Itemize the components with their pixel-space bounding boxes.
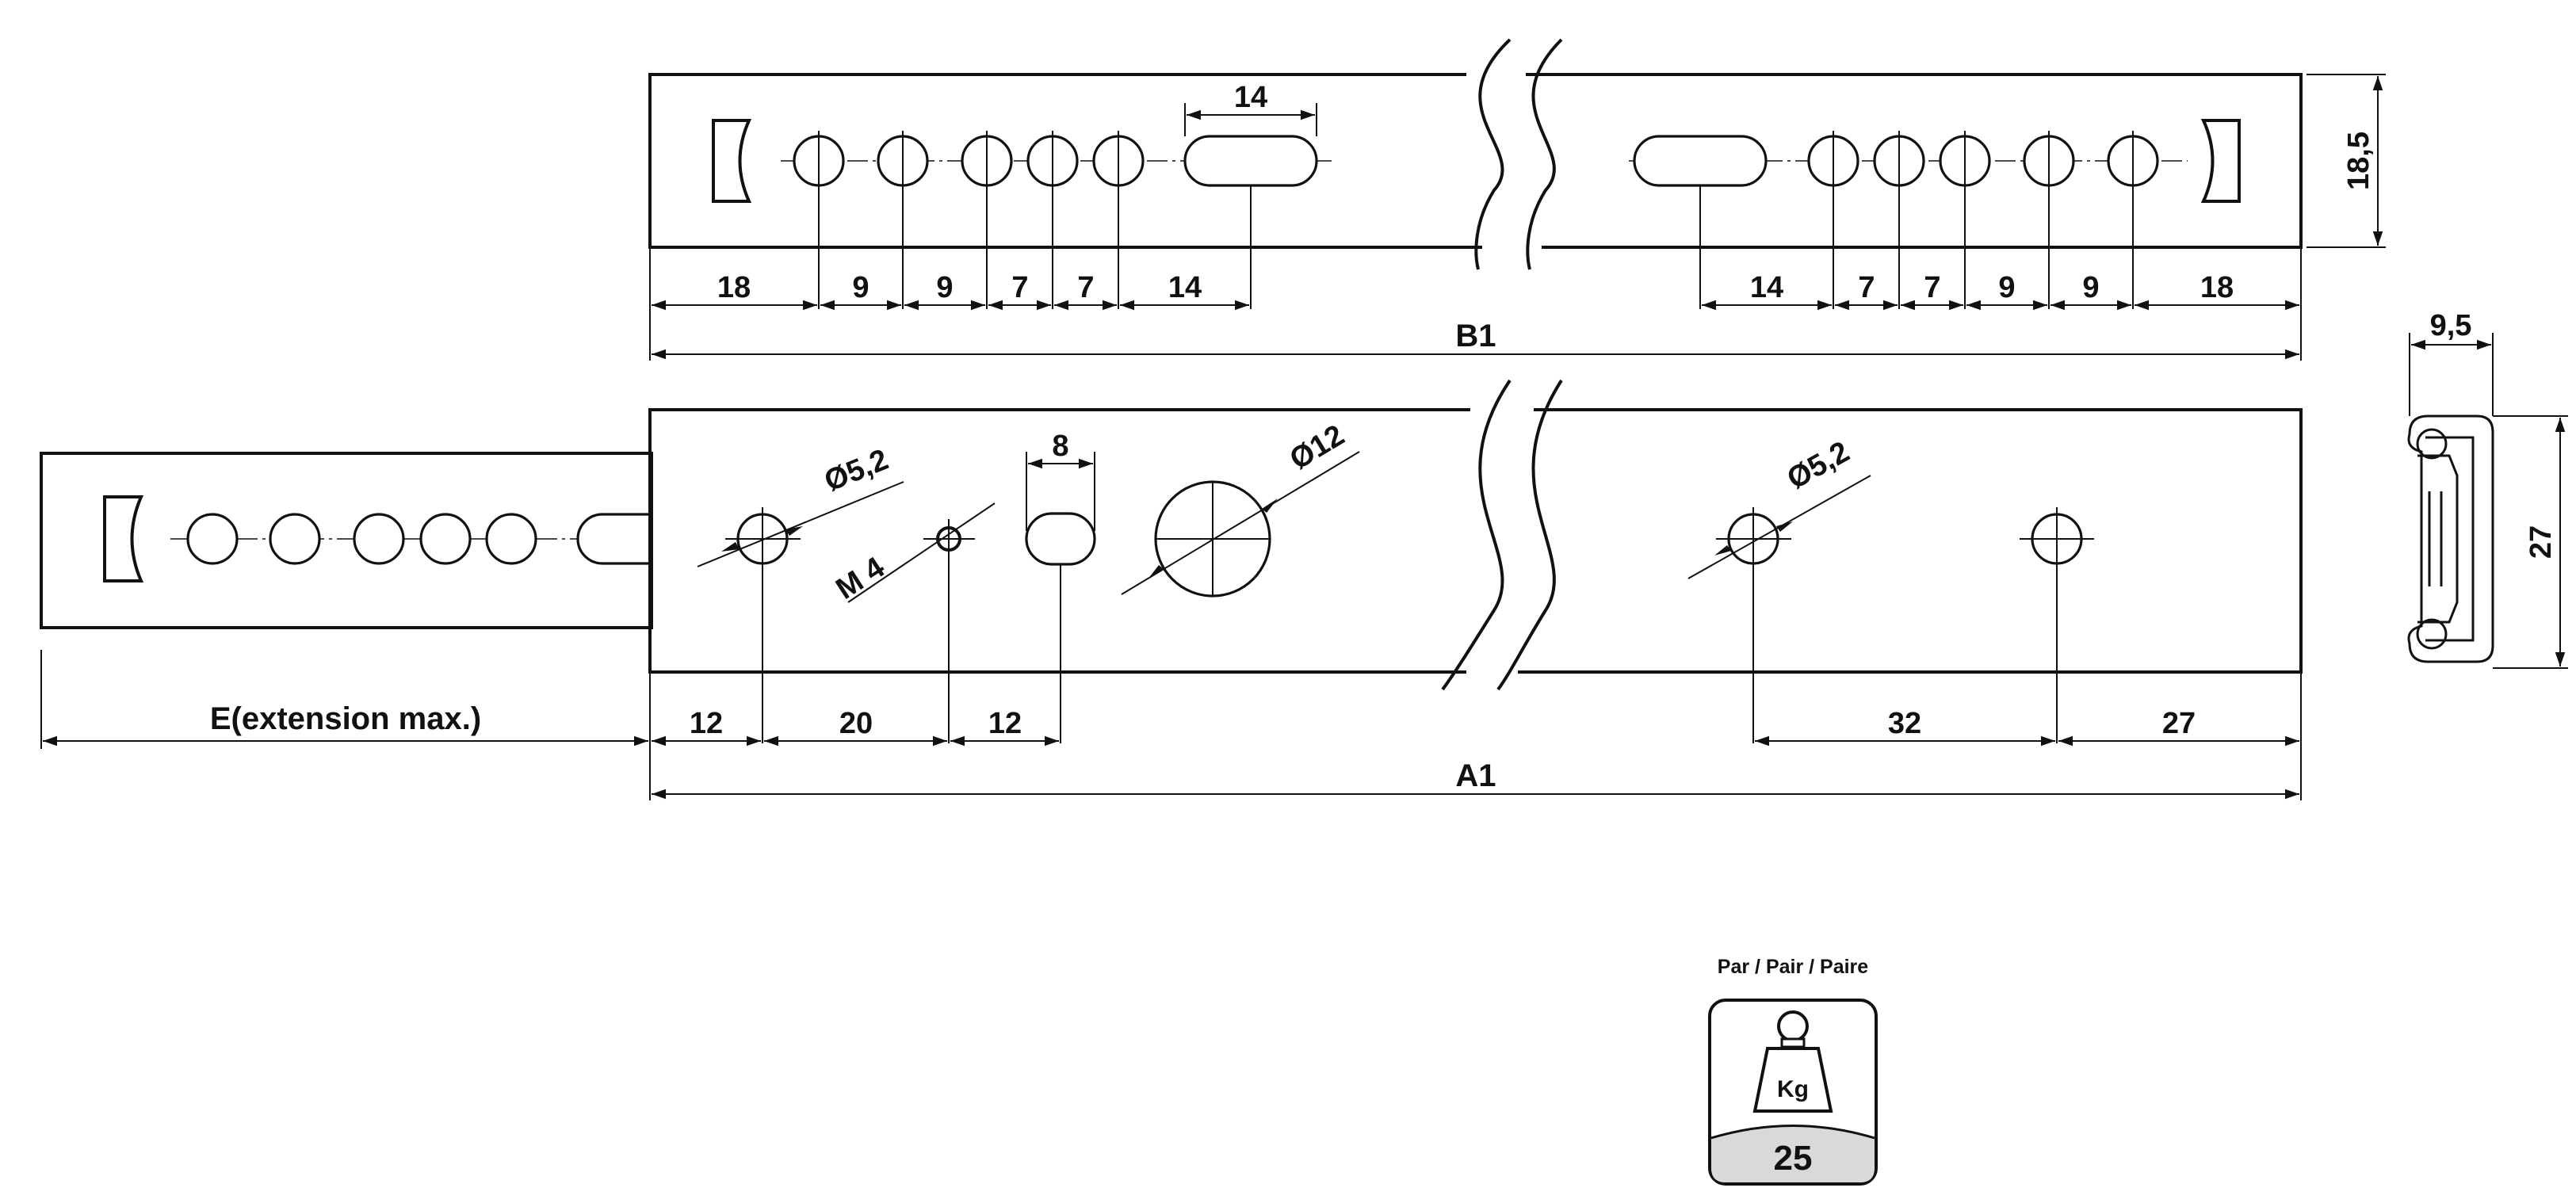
hole	[353, 513, 405, 565]
hole	[419, 513, 472, 565]
extension-label: E(extension max.)	[210, 701, 481, 736]
top-right-end-bracket	[2200, 119, 2241, 203]
top-left-dim-chain: 18 9 9 7 7 14	[652, 271, 1249, 311]
dim-label: 7	[1011, 271, 1028, 304]
top-left-holes	[793, 135, 1318, 187]
dim-label: 9	[2082, 271, 2099, 304]
top-right-holes	[1633, 135, 2159, 187]
dim-label: 7	[1858, 271, 1875, 304]
dim-label: 20	[839, 707, 873, 740]
dim-label: 12	[690, 707, 723, 740]
bottom-left-dim-chain: 12 20 12	[652, 707, 1059, 747]
dim-label: 14	[1168, 271, 1202, 304]
profile-height-label: 27	[2524, 525, 2558, 559]
bottom-rail-outline-left	[648, 408, 1470, 674]
big-dia-leader	[1121, 451, 1360, 595]
bottom-rail-outline-right	[1518, 408, 2303, 674]
badge-footer-band	[1711, 1125, 1875, 1182]
dim-label: 9	[852, 271, 869, 304]
thread-label: M 4	[830, 551, 890, 606]
ext-holes	[186, 513, 650, 565]
ext-end-bracket	[103, 495, 144, 582]
hole	[186, 513, 239, 565]
b1-label: B1	[1455, 319, 1496, 353]
slot	[1183, 135, 1318, 187]
profile-web	[2417, 454, 2459, 624]
dia-leader-left	[697, 481, 904, 567]
dim-label: 12	[988, 707, 1022, 740]
bottom-break-line-2	[1496, 379, 1563, 691]
load-capacity-badge: Par / Pair / Paire Kg 25	[1708, 956, 1878, 1186]
dim-label: 14	[1750, 271, 1783, 304]
hole	[485, 513, 537, 565]
top-rail-outline-right	[1526, 73, 2303, 249]
bottom-break-line-1	[1441, 379, 1512, 691]
profile-view: 9,5 27	[2407, 309, 2568, 669]
profile-width-label: 9,5	[2430, 309, 2472, 342]
top-slot-width-label: 14	[1234, 81, 1267, 114]
dim-label: 32	[1888, 707, 1921, 740]
weight-icon: Kg	[1752, 1010, 1833, 1113]
big-dia-label: Ø12	[1284, 418, 1350, 476]
dim-label: 7	[1924, 271, 1940, 304]
dim-label: 27	[2162, 707, 2196, 740]
dim-label: 18	[717, 271, 751, 304]
top-break-line-1	[1474, 38, 1512, 270]
top-right-dim-chain: 14 7 7 9 9 18	[1702, 271, 2299, 311]
dia-label-right: Ø5,2	[1782, 435, 1855, 496]
dim-label: 9	[936, 271, 953, 304]
partial-slot	[576, 513, 650, 565]
dim-label: 7	[1077, 271, 1094, 304]
height-label: 18,5	[2342, 132, 2375, 190]
bottom-rail-view: Ø5,2 M 4 8 Ø12 Ø5,2	[40, 379, 2303, 800]
oval-slot	[1025, 512, 1096, 566]
dim-label: 9	[1998, 271, 2015, 304]
top-rail-view: 14 18 9 9 7 7 14 14 7 7 9	[648, 38, 2386, 361]
thread-leader	[847, 502, 996, 603]
hole	[269, 513, 321, 565]
ball-top	[2416, 428, 2448, 460]
top-hole-center-marks	[649, 131, 2302, 361]
dim-label: 18	[2200, 271, 2234, 304]
top-rail-outline-left	[648, 73, 1482, 249]
profile-inner	[2425, 436, 2475, 642]
a1-label: A1	[1455, 758, 1496, 793]
ball-bottom	[2416, 618, 2448, 650]
slot	[1633, 135, 1768, 187]
badge-unit: Kg	[1777, 1076, 1809, 1102]
slot-width-label: 8	[1052, 430, 1068, 463]
top-left-end-bracket	[712, 119, 752, 203]
top-break-line-2	[1526, 38, 1563, 270]
badge-value: 25	[1774, 1139, 1813, 1178]
profile-outer	[2407, 414, 2494, 663]
badge-caption: Par / Pair / Paire	[1718, 956, 1868, 978]
bottom-right-dim-chain: 32 27	[1755, 707, 2299, 747]
